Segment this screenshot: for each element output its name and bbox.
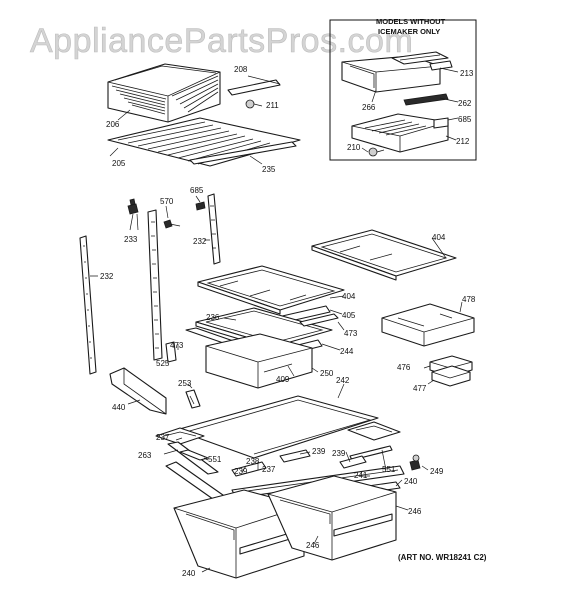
crisper-drawer-left bbox=[173, 489, 305, 579]
callout-237-left: 237 bbox=[156, 433, 170, 442]
frame-237-right bbox=[347, 421, 401, 441]
callout-404-right: 404 bbox=[432, 233, 446, 242]
ladder-232-mid bbox=[147, 209, 163, 361]
callout-239-right: 239 bbox=[332, 449, 346, 458]
part-685-inset bbox=[433, 117, 449, 129]
drawer-409 bbox=[205, 333, 313, 389]
callout-239-left: 239 bbox=[234, 467, 248, 476]
callout-440: 440 bbox=[112, 403, 126, 412]
callout-263: 263 bbox=[138, 451, 152, 460]
wire-basket-206 bbox=[107, 63, 221, 123]
callout-250: 250 bbox=[320, 369, 334, 378]
callout-240-right: 240 bbox=[404, 477, 418, 486]
callout-551-left: 551 bbox=[208, 455, 222, 464]
callout-239-center: 239 bbox=[312, 447, 326, 456]
cover-440 bbox=[109, 367, 167, 415]
bin-478 bbox=[381, 303, 475, 347]
callout-232-mid: 232 bbox=[193, 237, 207, 246]
strip-551-left bbox=[179, 449, 209, 461]
tray-212 bbox=[351, 113, 449, 153]
callout-232-left: 232 bbox=[100, 272, 114, 281]
bracket-263 bbox=[167, 441, 219, 475]
glass-cover-242 bbox=[175, 395, 379, 459]
callout-240-left: 240 bbox=[182, 569, 196, 578]
callout-478: 478 bbox=[462, 295, 476, 304]
rail-213 bbox=[391, 51, 453, 71]
callout-233: 233 bbox=[124, 235, 138, 244]
callout-477: 477 bbox=[413, 384, 427, 393]
callout-242: 242 bbox=[336, 376, 350, 385]
glass-shelf-404-center bbox=[197, 265, 345, 315]
callout-238: 238 bbox=[246, 457, 260, 466]
callout-236: 236 bbox=[206, 313, 220, 322]
callout-409: 409 bbox=[276, 375, 290, 384]
rail-235 bbox=[189, 141, 297, 165]
screw-570 bbox=[163, 219, 181, 229]
clip-211 bbox=[245, 99, 255, 109]
callout-246-center: 246 bbox=[306, 541, 320, 550]
inset-callout-262: 262 bbox=[458, 99, 472, 108]
callout-685: 685 bbox=[190, 186, 204, 195]
callout-241-right: 241 bbox=[354, 471, 368, 480]
supports-239 bbox=[231, 449, 367, 477]
inset-callout-266: 266 bbox=[362, 103, 376, 112]
callout-208: 208 bbox=[234, 65, 248, 74]
callout-237-center: 237 bbox=[262, 465, 276, 474]
trim-strip-208 bbox=[227, 79, 281, 96]
callout-211: 211 bbox=[266, 101, 279, 110]
frame-237-left bbox=[155, 427, 205, 445]
bracket-253 bbox=[185, 389, 201, 409]
callout-404-center: 404 bbox=[342, 292, 356, 301]
knob-210 bbox=[368, 147, 385, 157]
inset-icemaker-box: MODELS WITHOUT ICEMAKER ONLY bbox=[329, 17, 477, 161]
callout-476: 476 bbox=[397, 363, 411, 372]
callout-246-right: 246 bbox=[408, 507, 422, 516]
crisper-drawer-right bbox=[267, 475, 397, 561]
callout-473-left: 473 bbox=[170, 341, 184, 350]
inset-callout-210: 210 bbox=[347, 143, 361, 152]
callout-551-right: 551 bbox=[382, 465, 396, 474]
inset-callout-213: 213 bbox=[460, 69, 474, 78]
bar-262 bbox=[403, 93, 449, 106]
callout-405: 405 bbox=[342, 311, 356, 320]
inset-title-line2: ICEMAKER ONLY bbox=[378, 27, 440, 36]
callout-473-right: 473 bbox=[344, 329, 358, 338]
ladder-232-left bbox=[79, 235, 97, 375]
callout-570: 570 bbox=[160, 197, 174, 206]
art-number: (ART NO. WR18241 C2) bbox=[398, 553, 487, 562]
clips-233 bbox=[127, 198, 139, 215]
ladder-232-right bbox=[207, 193, 221, 265]
inset-callout-212: 212 bbox=[456, 137, 470, 146]
callout-249: 249 bbox=[430, 467, 444, 476]
callout-244: 244 bbox=[340, 347, 354, 356]
callout-205: 205 bbox=[112, 159, 126, 168]
callout-206: 206 bbox=[106, 120, 120, 129]
inset-callout-685: 685 bbox=[458, 115, 472, 124]
screw-685 bbox=[195, 201, 206, 211]
callout-253: 253 bbox=[178, 379, 192, 388]
clip-249 bbox=[409, 454, 421, 471]
ice-bin-266 bbox=[341, 55, 441, 93]
bracket-525 bbox=[165, 341, 177, 363]
callout-235: 235 bbox=[262, 165, 276, 174]
container-477 bbox=[431, 365, 471, 387]
inset-title-line1: MODELS WITHOUT bbox=[376, 17, 446, 26]
callout-525: 525 bbox=[156, 359, 170, 368]
watermark-text: AppliancePartsPros.com bbox=[30, 22, 413, 60]
